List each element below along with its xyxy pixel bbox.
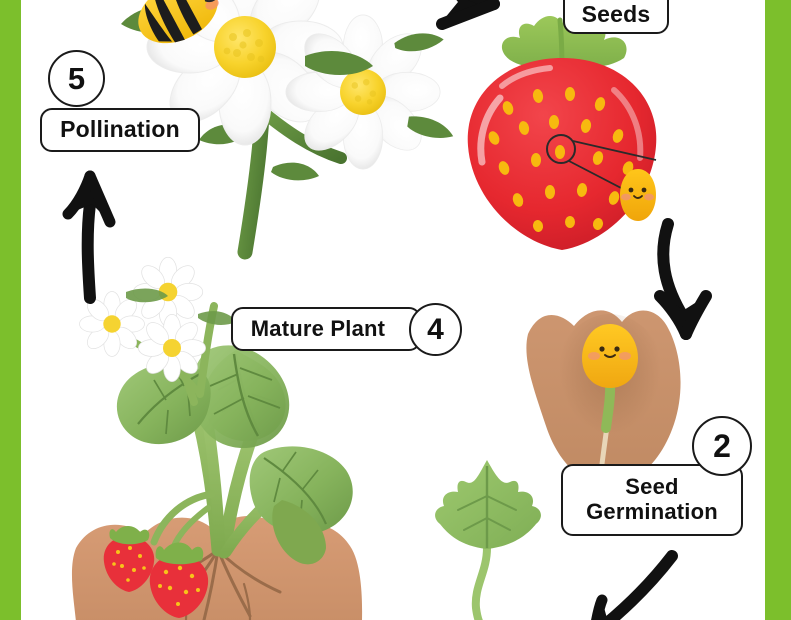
label-seed-germination-line2: Germination xyxy=(586,499,718,524)
strawberry-fruit-illustration xyxy=(438,12,688,277)
soil-germination-illustration xyxy=(518,292,708,492)
arrow-plant-to-pollination xyxy=(42,160,137,304)
border-band-left xyxy=(0,0,21,620)
label-seed-germination-line1: Seed xyxy=(625,474,679,500)
seedling-leaf-illustration xyxy=(424,452,554,620)
label-seeds-text: Seeds xyxy=(581,1,651,28)
label-seed-germination[interactable]: Seed Germination xyxy=(561,464,743,536)
arrow-seeds-to-germination xyxy=(642,214,752,340)
step-badge-5-text: 5 xyxy=(67,60,86,96)
step-badge-5[interactable]: 5 xyxy=(48,50,105,107)
bee-icon xyxy=(108,0,238,65)
seed-character-icon xyxy=(613,165,663,225)
mature-plant-illustration xyxy=(68,256,418,620)
label-mature-plant[interactable]: Mature Plant xyxy=(231,307,421,351)
step-badge-2[interactable]: 2 xyxy=(692,416,752,476)
step-badge-4[interactable]: 4 xyxy=(409,303,462,356)
label-pollination-text: Pollination xyxy=(60,116,180,143)
label-mature-plant-text: Mature Plant xyxy=(250,315,386,341)
border-band-right xyxy=(765,0,791,620)
arrow-pollination-to-seeds xyxy=(318,0,508,30)
label-pollination[interactable]: Pollination xyxy=(40,108,200,152)
label-seeds[interactable]: Seeds xyxy=(563,0,669,34)
step-badge-2-text: 2 xyxy=(713,427,731,464)
arrow-germination-to-seedling xyxy=(568,548,698,620)
step-badge-4-text: 4 xyxy=(427,312,444,346)
